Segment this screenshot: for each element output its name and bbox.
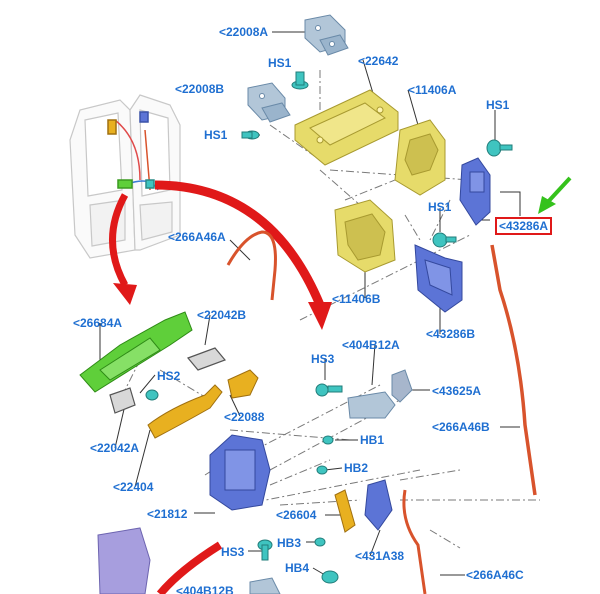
label-22088[interactable]: <22088 bbox=[224, 410, 265, 424]
label-hs2[interactable]: HS2 bbox=[157, 369, 181, 383]
hinge-22008a[interactable] bbox=[304, 14, 349, 56]
bracket-43625a[interactable] bbox=[391, 369, 413, 403]
label-43625a[interactable]: <43625A bbox=[432, 384, 482, 398]
label-266a46c[interactable]: <266A46C bbox=[466, 568, 524, 582]
label-266a46b[interactable]: <266A46B bbox=[432, 420, 490, 434]
hb3-fastener[interactable] bbox=[314, 537, 326, 547]
van-rear-doors bbox=[69, 94, 181, 259]
cable-266a46a[interactable] bbox=[226, 230, 277, 301]
label-hs3-b[interactable]: HS3 bbox=[221, 545, 245, 559]
bracket-43286b[interactable] bbox=[414, 244, 463, 313]
red-curved-arrow-icon bbox=[109, 180, 332, 594]
label-11406a[interactable]: <11406A bbox=[408, 83, 457, 97]
hs1-fastener-a[interactable] bbox=[291, 71, 309, 90]
hinge-404b12b[interactable] bbox=[249, 577, 281, 594]
reinforcement-panel-22642[interactable] bbox=[294, 89, 399, 166]
hb4-fastener[interactable] bbox=[321, 570, 339, 584]
label-22642[interactable]: <22642 bbox=[358, 54, 399, 68]
gasket-22042b[interactable] bbox=[186, 347, 227, 371]
label-hb3[interactable]: HB3 bbox=[277, 536, 302, 550]
striker-404b12a[interactable] bbox=[347, 391, 396, 419]
label-22008a[interactable]: <22008A bbox=[219, 25, 269, 39]
trim-pad bbox=[97, 527, 151, 594]
hs3-fastener-a[interactable] bbox=[315, 383, 343, 397]
gasket-22042a[interactable] bbox=[109, 387, 136, 414]
outer-handle-22404[interactable] bbox=[147, 384, 223, 439]
insulator-11406b[interactable] bbox=[334, 199, 396, 273]
hs2-fastener[interactable] bbox=[145, 389, 159, 401]
label-431a38[interactable]: <431A38 bbox=[355, 549, 405, 563]
door-latch-21812[interactable] bbox=[209, 434, 271, 511]
hs1-fastener-b[interactable] bbox=[241, 130, 260, 140]
hs3-fastener-b[interactable] bbox=[257, 539, 273, 561]
label-hs1-c[interactable]: HS1 bbox=[486, 98, 510, 112]
label-22404[interactable]: <22404 bbox=[113, 480, 154, 494]
handle-carrier-26684a[interactable] bbox=[79, 311, 193, 393]
label-21812[interactable]: <21812 bbox=[147, 507, 188, 521]
label-404b12b[interactable]: <404B12B bbox=[176, 584, 234, 594]
bracket-431a38[interactable] bbox=[364, 479, 393, 531]
label-hs1-a[interactable]: HS1 bbox=[268, 56, 292, 70]
green-arrow-icon bbox=[538, 176, 572, 214]
door-internal-cables bbox=[107, 111, 159, 191]
label-22042b[interactable]: <22042B bbox=[197, 308, 247, 322]
label-43286b[interactable]: <43286B bbox=[426, 327, 476, 341]
lever-26604[interactable] bbox=[334, 489, 356, 533]
label-43286a-highlighted[interactable]: <43286A bbox=[495, 217, 553, 235]
label-22042a[interactable]: <22042A bbox=[90, 441, 140, 455]
label-hb2[interactable]: HB2 bbox=[344, 461, 369, 475]
cable-266a46c[interactable] bbox=[402, 489, 427, 594]
label-266a46a[interactable]: <266A46A bbox=[168, 230, 226, 244]
insulator-11406a[interactable] bbox=[394, 119, 446, 196]
hb1-fastener[interactable] bbox=[322, 435, 334, 445]
handle-cap-22088[interactable] bbox=[227, 369, 259, 399]
label-26604[interactable]: <26604 bbox=[276, 508, 317, 522]
label-11406b[interactable]: <11406B bbox=[332, 292, 381, 306]
hinge-22008b[interactable] bbox=[247, 82, 291, 123]
latch-43286a[interactable] bbox=[459, 157, 491, 226]
hs1-fastener-d[interactable] bbox=[432, 232, 457, 248]
label-26684a[interactable]: <26684A bbox=[73, 316, 123, 330]
label-hs1-d[interactable]: HS1 bbox=[428, 200, 452, 214]
label-22008b[interactable]: <22008B bbox=[175, 82, 225, 96]
label-hb1[interactable]: HB1 bbox=[360, 433, 385, 447]
label-hs1-b[interactable]: HS1 bbox=[204, 128, 228, 142]
label-hb4[interactable]: HB4 bbox=[285, 561, 310, 575]
hs1-fastener-c[interactable] bbox=[486, 139, 513, 157]
label-404b12a[interactable]: <404B12A bbox=[342, 338, 400, 352]
label-hs3-a[interactable]: HS3 bbox=[311, 352, 335, 366]
hb2-fastener[interactable] bbox=[316, 465, 328, 475]
cable-266a46b[interactable] bbox=[490, 244, 537, 496]
